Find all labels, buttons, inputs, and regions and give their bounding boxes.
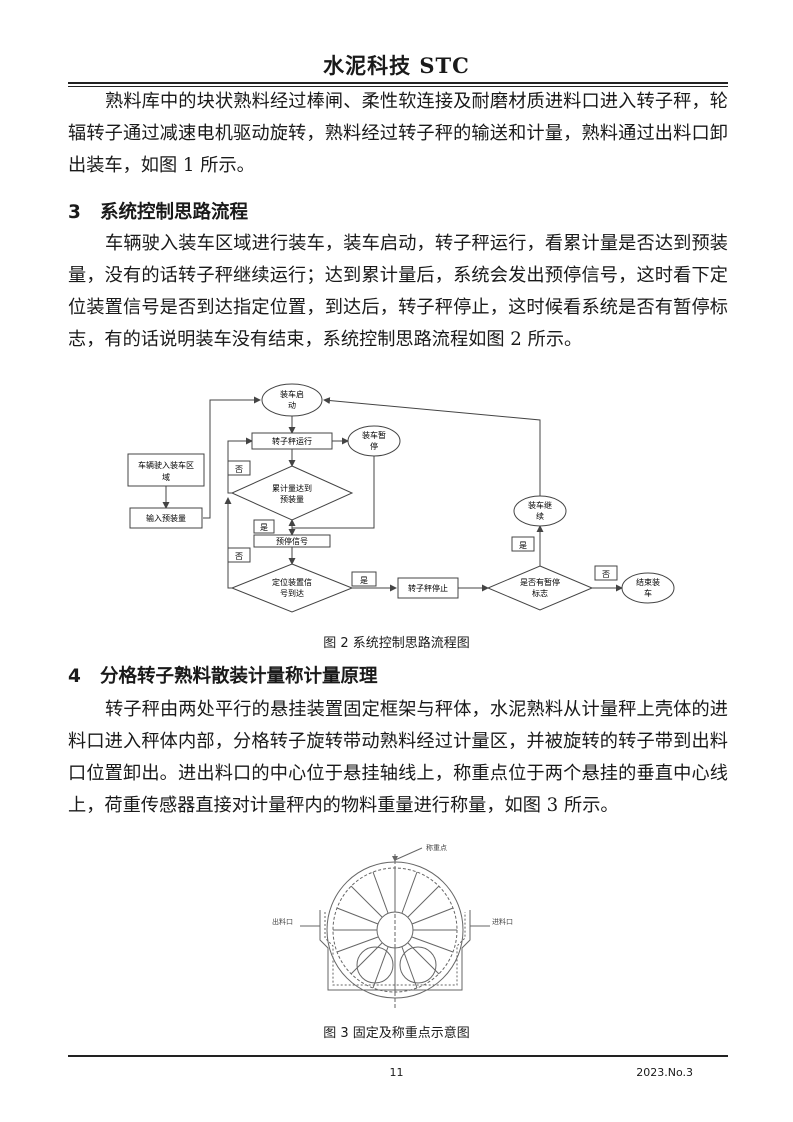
label-yes-position: 是 bbox=[351, 571, 377, 587]
svg-text:装车继: 装车继 bbox=[528, 500, 552, 510]
node-pause-flag-check: 是否有暂停 标志 bbox=[486, 565, 594, 611]
section-3-heading: 3 系统控制思路流程 bbox=[68, 198, 728, 224]
node-input-preset: 输入预装量 bbox=[129, 507, 203, 529]
figure-2-caption: 图 2 系统控制思路流程图 bbox=[323, 636, 470, 651]
node-vehicle-enter: 车辆驶入装车区 域 bbox=[127, 453, 205, 487]
svg-text:否: 否 bbox=[235, 465, 243, 474]
svg-text:是: 是 bbox=[360, 576, 368, 585]
svg-text:转子秤运行: 转子秤运行 bbox=[272, 436, 312, 446]
header-rule-thin bbox=[68, 86, 728, 87]
figure-3-schematic: 称重点 出料口 进料口 bbox=[272, 843, 513, 1010]
svg-text:累计量达到: 累计量达到 bbox=[272, 483, 312, 493]
figure-2-flowchart: 车辆驶入装车区 域 输入预装量 装车启 动 转子秤运行 装车暂 停 累计量达到 … bbox=[127, 383, 675, 613]
svg-text:定位装置信: 定位装置信 bbox=[272, 577, 312, 587]
node-start-loading: 装车启 动 bbox=[261, 383, 323, 417]
svg-text:预停信号: 预停信号 bbox=[276, 536, 308, 546]
paragraph-section-3: 车辆驶入装车区域进行装车，装车启动，转子秤运行，看累计量是否达到预装量，没有的话… bbox=[68, 233, 728, 350]
svg-text:装车暂: 装车暂 bbox=[362, 430, 386, 440]
svg-text:是否有暂停: 是否有暂停 bbox=[520, 577, 560, 587]
node-loading-pause: 装车暂 停 bbox=[347, 425, 401, 457]
label-inlet: 进料口 bbox=[492, 917, 513, 926]
label-outlet: 出料口 bbox=[272, 917, 293, 926]
node-position-check: 定位装置信 号到达 bbox=[230, 563, 354, 613]
svg-text:动: 动 bbox=[288, 400, 296, 410]
section-3-number: 3 bbox=[68, 202, 81, 223]
connector-input-to-start bbox=[203, 396, 261, 519]
node-prestop-signal: 预停信号 bbox=[253, 534, 331, 548]
section-4-number: 4 bbox=[68, 666, 81, 687]
footer-rule bbox=[68, 1055, 728, 1057]
issue-label: 2023.No.3 bbox=[636, 1066, 693, 1079]
svg-text:是: 是 bbox=[519, 541, 527, 550]
section-4-heading: 4 分格转子熟料散装计量称计量原理 bbox=[68, 662, 728, 688]
weigh-point-marker bbox=[392, 856, 398, 862]
svg-text:否: 否 bbox=[235, 552, 243, 561]
svg-text:是: 是 bbox=[260, 523, 268, 532]
label-no-cumulative: 否 bbox=[227, 460, 251, 476]
label-no-position: 否 bbox=[227, 547, 251, 563]
node-scale-stop: 转子秤停止 bbox=[397, 577, 459, 599]
svg-text:车: 车 bbox=[644, 588, 652, 598]
node-scale-run: 转子秤运行 bbox=[251, 432, 333, 450]
svg-text:结束装: 结束装 bbox=[636, 577, 660, 587]
svg-text:号到达: 号到达 bbox=[280, 588, 304, 598]
figure-3-caption: 图 3 固定及称重点示意图 bbox=[323, 1026, 470, 1041]
label-yes-cumulative: 是 bbox=[253, 519, 275, 534]
node-continue-loading: 装车继 续 bbox=[513, 495, 567, 527]
svg-text:转子秤停止: 转子秤停止 bbox=[408, 583, 448, 593]
label-yes-pause-flag: 是 bbox=[511, 536, 535, 552]
header-rule bbox=[68, 82, 728, 84]
svg-text:输入预装量: 输入预装量 bbox=[146, 513, 186, 523]
journal-title: 水泥科技 STC bbox=[323, 53, 470, 78]
paragraph-section-4: 转子秤由两处平行的悬挂装置固定框架与秤体，水泥熟料从计量秤上壳体的进料口进入秤体… bbox=[68, 699, 728, 816]
svg-text:标志: 标志 bbox=[532, 588, 548, 598]
svg-text:车辆驶入装车区: 车辆驶入装车区 bbox=[138, 460, 194, 470]
svg-text:预装量: 预装量 bbox=[280, 494, 304, 504]
section-4-title: 分格转子熟料散装计量称计量原理 bbox=[100, 666, 378, 687]
label-no-pause-flag: 否 bbox=[594, 565, 618, 581]
svg-text:否: 否 bbox=[602, 570, 610, 579]
label-weigh-point: 称重点 bbox=[426, 843, 447, 852]
node-end-loading: 结束装 车 bbox=[621, 572, 675, 604]
svg-text:停: 停 bbox=[370, 441, 378, 451]
section-3-title: 系统控制思路流程 bbox=[100, 202, 249, 223]
svg-text:域: 域 bbox=[162, 472, 170, 482]
rotor-spokes bbox=[333, 868, 457, 992]
connector-continue-loop bbox=[323, 397, 541, 496]
paragraph-intro: 熟料库中的块状熟料经过棒闸、柔性软连接及耐磨材质进料口进入转子秤，轮辐转子通过减… bbox=[68, 91, 728, 176]
svg-text:装车启: 装车启 bbox=[280, 389, 304, 399]
node-cumulative-check: 累计量达到 预装量 bbox=[230, 465, 354, 521]
page-number: 11 bbox=[389, 1066, 404, 1079]
connector-position-no-loop bbox=[224, 497, 232, 589]
svg-text:续: 续 bbox=[536, 511, 544, 521]
